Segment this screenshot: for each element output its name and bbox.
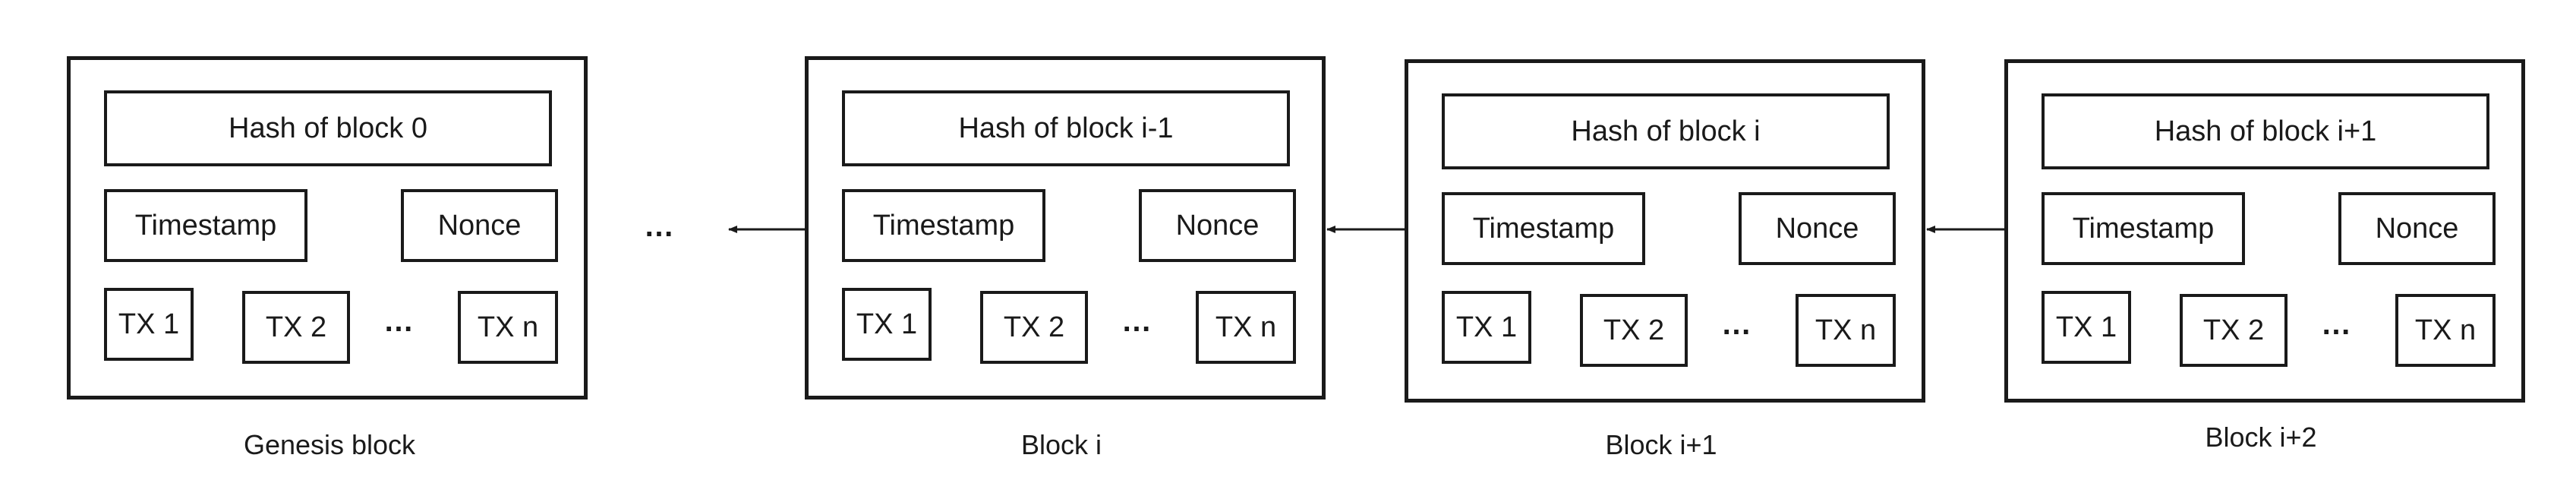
hash-field: Hash of block i <box>1442 93 1890 169</box>
nonce-field: Nonce <box>1739 192 1896 265</box>
tx-1: TX 1 <box>104 288 194 361</box>
hash-field: Hash of block i-1 <box>842 90 1290 166</box>
block-caption: Block i+2 <box>2205 422 2317 453</box>
nonce-field: Nonce <box>401 189 558 262</box>
tx-n: TX n <box>2395 294 2496 367</box>
tx-ellipsis: … <box>1121 305 1155 338</box>
tx-1: TX 1 <box>1442 291 1531 364</box>
block-caption: Genesis block <box>243 429 416 460</box>
tx-n: TX n <box>458 291 558 364</box>
tx-n: TX n <box>1196 291 1296 364</box>
nonce-field: Nonce <box>1139 189 1296 262</box>
chain-ellipsis: … <box>644 210 677 243</box>
block-caption: Block i <box>1020 429 1102 460</box>
tx-n: TX n <box>1796 294 1896 367</box>
tx-2: TX 2 <box>1580 294 1688 367</box>
tx-2: TX 2 <box>2180 294 2288 367</box>
genesis-block: Hash of block 0 Timestamp Nonce TX 1 TX … <box>67 56 588 400</box>
tx-ellipsis: … <box>383 305 417 338</box>
hash-field: Hash of block i+1 <box>2042 93 2489 169</box>
tx-1: TX 1 <box>2042 291 2131 364</box>
hash-field: Hash of block 0 <box>104 90 552 166</box>
nonce-field: Nonce <box>2338 192 2496 265</box>
tx-ellipsis: … <box>1721 308 1755 341</box>
timestamp-field: Timestamp <box>2042 192 2245 265</box>
block-caption: Block i+1 <box>1605 429 1717 460</box>
block-i-plus-1: Hash of block i Timestamp Nonce TX 1 TX … <box>1405 59 1925 403</box>
tx-2: TX 2 <box>980 291 1088 364</box>
tx-2: TX 2 <box>242 291 350 364</box>
block-i-plus-2: Hash of block i+1 Timestamp Nonce TX 1 T… <box>2004 59 2525 403</box>
tx-ellipsis: … <box>2321 308 2354 341</box>
block-i: Hash of block i-1 Timestamp Nonce TX 1 T… <box>805 56 1326 400</box>
timestamp-field: Timestamp <box>842 189 1045 262</box>
tx-1: TX 1 <box>842 288 932 361</box>
timestamp-field: Timestamp <box>104 189 307 262</box>
timestamp-field: Timestamp <box>1442 192 1645 265</box>
